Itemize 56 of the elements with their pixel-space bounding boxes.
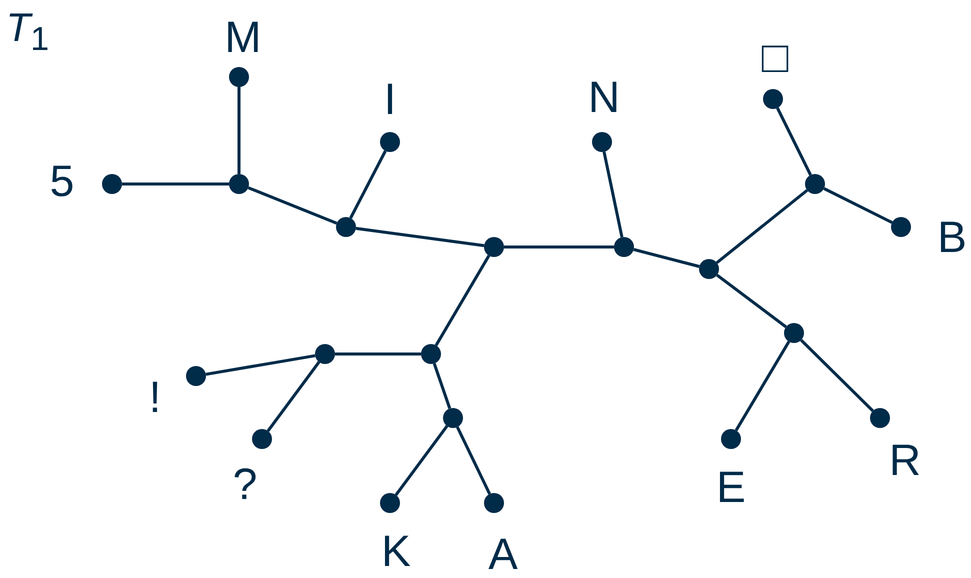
leaf-node	[891, 217, 911, 237]
branch-point	[484, 237, 504, 257]
tree-branch	[238, 87, 240, 174]
branch-point	[784, 323, 804, 343]
tree-branch	[602, 151, 624, 238]
branch-point	[336, 217, 356, 237]
leaf-node	[592, 132, 612, 152]
branch-point	[443, 408, 463, 428]
tree-branch	[504, 246, 614, 248]
leaf-label: □	[762, 36, 788, 80]
leaf-label: N	[588, 76, 620, 120]
tree-branch	[716, 274, 787, 328]
branch-point	[229, 174, 249, 194]
leaf-node	[763, 89, 783, 109]
leaf-label: !	[148, 376, 162, 420]
branch-point	[805, 174, 825, 194]
tree-branch	[776, 107, 812, 176]
leaf-node	[229, 67, 249, 87]
leaf-label: I	[384, 78, 396, 122]
tree-title: T$_{1}$	[6, 8, 49, 56]
branch-point	[614, 237, 634, 257]
leaf-node	[380, 132, 400, 152]
leaf-node	[870, 408, 890, 428]
leaf-label: R	[889, 439, 921, 483]
tree-branch	[432, 362, 452, 410]
leaf-node	[252, 429, 272, 449]
tree-branch	[335, 352, 421, 356]
branch-point	[699, 259, 719, 279]
tree-branch	[206, 354, 316, 376]
leaf-node	[380, 493, 400, 513]
leaf-label: ?	[232, 463, 258, 507]
leaf-label: M	[224, 16, 262, 60]
tree-branch	[734, 340, 790, 432]
branch-point	[421, 344, 441, 364]
tree-branch	[349, 150, 387, 219]
leaf-node	[186, 366, 206, 386]
tree-branch	[248, 186, 338, 225]
leaf-node	[721, 429, 741, 449]
tree-branch	[434, 254, 490, 346]
tree-branch	[122, 182, 229, 186]
leaf-node	[484, 493, 504, 513]
tree-branch	[823, 187, 893, 224]
tree-branch	[266, 361, 320, 432]
leaf-label: 5	[50, 160, 74, 204]
tree-branch	[633, 248, 700, 268]
tree-branch	[456, 426, 491, 495]
branch-point	[315, 344, 335, 364]
leaf-node	[102, 174, 122, 194]
leaf-label: B	[937, 216, 967, 260]
tree-branch	[800, 338, 874, 412]
leaf-label: K	[381, 530, 411, 574]
leaf-label: E	[716, 466, 746, 510]
leaf-label: A	[488, 533, 518, 577]
tree-branch	[394, 425, 448, 496]
tree-branch	[356, 226, 484, 248]
tree-branch	[716, 189, 808, 264]
